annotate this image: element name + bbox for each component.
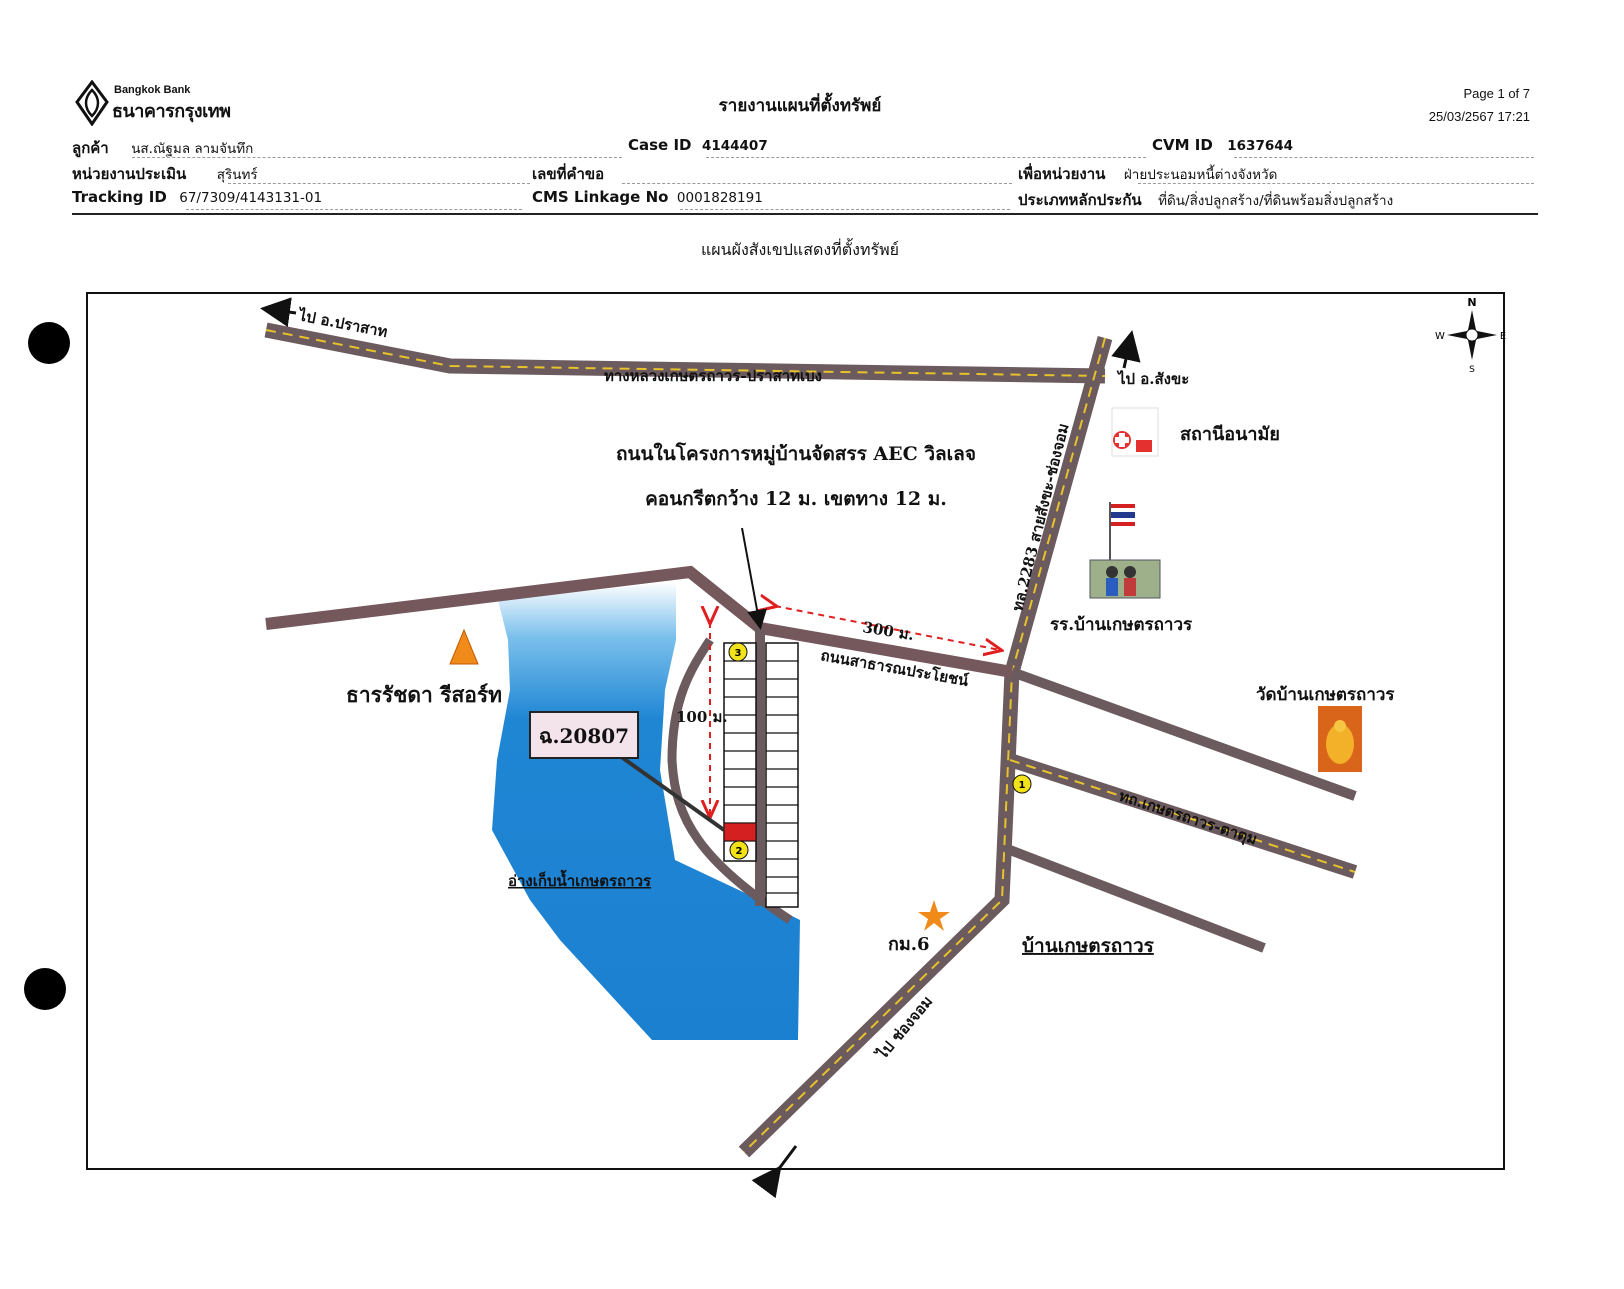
project-road [667, 637, 793, 924]
route-2283 [738, 335, 1113, 1158]
bank-logo-icon [75, 80, 109, 126]
marker-2-label: 2 [736, 846, 743, 857]
marker-3: 3 [728, 642, 748, 662]
marker-3-label: 3 [735, 648, 742, 659]
project-road-label-1: ถนนในโครงการหมู่บ้านจัดสรร AEC วิลเลจ [616, 442, 976, 466]
school-label: รร.บ้านเกษตรถาวร [1050, 615, 1193, 635]
cms-row: CMS Linkage No 0001828191 [532, 188, 763, 206]
tracking-value: 67/7309/4143131-01 [179, 190, 323, 206]
reservoir-water [492, 582, 800, 1040]
map-frame [86, 292, 1505, 1170]
arrow-to-sangkha-icon [1111, 330, 1141, 369]
report-datetime: 25/03/2567 17:21 [1428, 109, 1530, 124]
arrow-to-prasat-icon [260, 297, 297, 328]
compass-w: W [1435, 331, 1445, 342]
map-title: แผนผังสังเขปแสดงที่ตั้งทรัพย์ [700, 240, 900, 259]
case-row: Case ID 4144407 [628, 136, 768, 154]
unit-row: หน่วยงานประเมิน สุรินทร์ [72, 162, 258, 186]
school-flag-icon [1089, 502, 1161, 599]
request-row: เลขที่คำขอ [532, 162, 604, 186]
dotted-line [186, 209, 522, 210]
resort-label: ธารรัชดา รีสอร์ท [346, 682, 502, 707]
collateral-row: ประเภทหลักประกัน ที่ดิน/สิ่งปลูกสร้าง/ที… [1018, 188, 1393, 212]
unit-value: สุรินทร์ [216, 167, 258, 183]
dotted-line [622, 183, 1012, 184]
marker-1: 1 [1012, 774, 1032, 794]
plot-grid [723, 642, 799, 908]
dotted-line [1138, 183, 1534, 184]
for-unit-row: เพื่อหน่วยงาน ฝ่ายประนอมหนี้ต่างจังหวัด [1018, 162, 1277, 186]
temple-label: วัดบ้านเกษตรถาวร [1256, 685, 1395, 705]
bank-name-th: ธนาคารกรุงเทพ [112, 101, 231, 122]
village-label: บ้านเกษตรถาวร [1022, 935, 1155, 957]
project-road-pointer [741, 527, 767, 630]
highway-top [264, 322, 1106, 384]
cvm-id-label: CVM ID [1152, 136, 1213, 154]
customer-label: ลูกค้า [72, 139, 109, 157]
bank-name-en: Bangkok Bank [114, 84, 191, 96]
road-village [1008, 845, 1266, 953]
marker-1-label: 1 [1019, 780, 1026, 791]
cms-label: CMS Linkage No [532, 188, 669, 206]
project-road-label-2: คอนกรีตกว้าง 12 ม. เขตทาง 12 ม. [645, 488, 947, 510]
marker-2: 2 [729, 840, 749, 860]
km-star-icon [918, 900, 950, 931]
compass-s: S [1469, 365, 1475, 375]
punch-hole-bottom [24, 968, 66, 1010]
customer-value: นส.ณัฐมล ลามจันทึก [131, 141, 254, 157]
for-unit-value: ฝ่ายประนอมหนี้ต่างจังหวัด [1123, 167, 1278, 183]
case-id-value: 4144407 [701, 138, 768, 154]
compass-e: E [1500, 331, 1506, 342]
deed-callout-line [618, 754, 726, 832]
dotted-line [680, 209, 1010, 210]
resort-icon [449, 628, 479, 665]
cms-value: 0001828191 [676, 190, 763, 206]
dotted-line [132, 157, 622, 158]
request-no-label: เลขที่คำขอ [532, 165, 605, 183]
reservoir-label: อ่างเก็บน้ำเกษตรถาวร [508, 869, 652, 890]
for-unit-label: เพื่อหน่วยงาน [1018, 165, 1106, 183]
health-station-icon [1111, 407, 1159, 457]
cvm-id-value: 1637644 [1227, 138, 1294, 154]
unit-label: หน่วยงานประเมิน [72, 165, 187, 183]
page-info: Page 1 of 7 25/03/2567 17:21 [1429, 82, 1530, 128]
dotted-line [228, 183, 530, 184]
case-id-label: Case ID [628, 136, 692, 154]
punch-hole-top [28, 322, 70, 364]
distance-300-label: 300 ม. [861, 618, 915, 644]
local-road-tatum [1007, 753, 1358, 879]
distance-100-label: 100 ม. [676, 708, 728, 726]
bank-logo: Bangkok Bank ธนาคารกรุงเทพ [74, 80, 274, 130]
dotted-line [1234, 157, 1534, 158]
page-number: Page 1 of 7 [1463, 86, 1531, 101]
to-sangkha-label: ไป อ.สังขะ [1116, 369, 1189, 388]
tracking-label: Tracking ID [72, 188, 167, 206]
distance-300-line [775, 606, 1000, 650]
health-station-label: สถานีอนามัย [1180, 424, 1280, 445]
local-road-label: ทถ.เกษตรถาวร-ตาตุม [1116, 787, 1259, 850]
highway-label: ทางหลวงเกษตรถาวร-ปราสาทเบง [604, 367, 822, 385]
collateral-value: ที่ดิน/สิ่งปลูกสร้าง/ที่ดินพร้อมสิ่งปลูก… [1158, 193, 1394, 209]
subject-plot [723, 822, 757, 842]
temple-buddha-icon [1318, 706, 1362, 772]
tracking-row: Tracking ID 67/7309/4143131-01 [72, 188, 322, 206]
header-rule [72, 213, 1538, 215]
road-to-temple [1010, 667, 1357, 801]
dotted-line [706, 157, 1146, 158]
arrow-to-chongjom-icon [751, 1145, 798, 1199]
cvm-row: CVM ID 1637644 [1152, 136, 1293, 154]
compass-icon: N S E W [1435, 296, 1506, 375]
deed-callout [529, 711, 639, 759]
collateral-label: ประเภทหลักประกัน [1018, 191, 1142, 209]
deed-number: ฉ.20807 [539, 724, 629, 748]
customer-row: ลูกค้า นส.ณัฐมล ลามจันทึก [72, 136, 253, 160]
report-title: รายงานแผนที่ตั้งทรัพย์ [718, 96, 882, 116]
km-marker-label: กม.6 [888, 934, 930, 955]
compass-n: N [1467, 296, 1476, 309]
